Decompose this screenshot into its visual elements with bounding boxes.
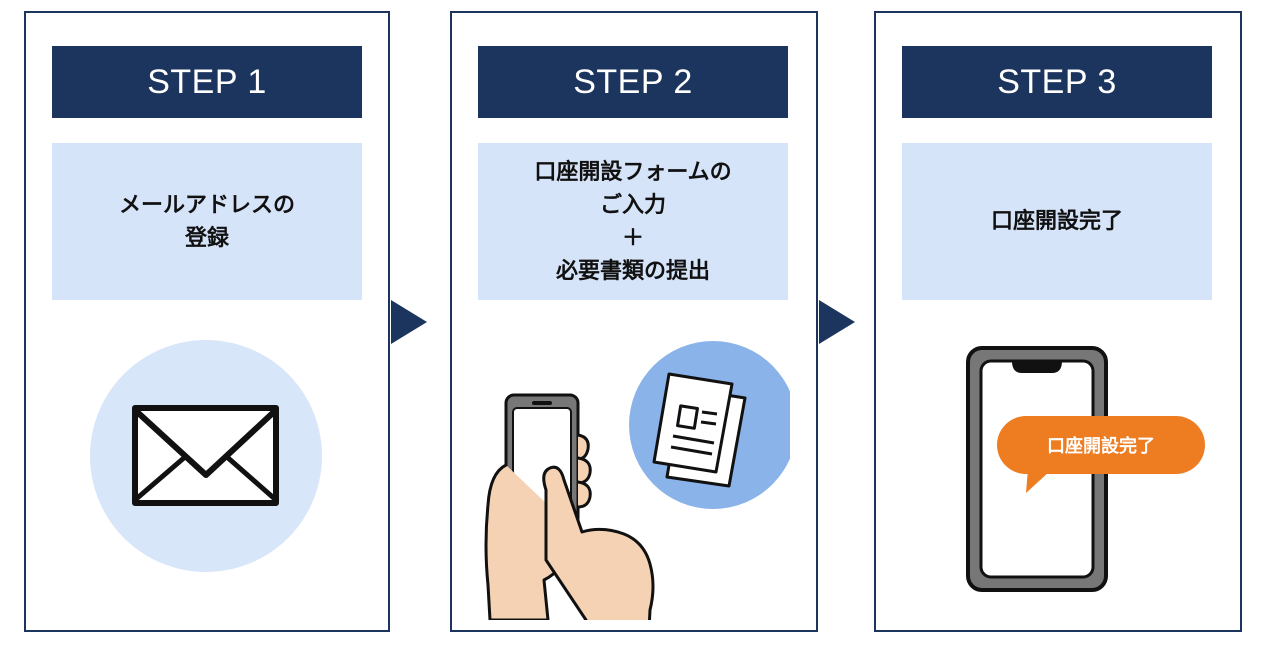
step-3-description: 口座開設完了 [902,143,1212,300]
step-1-line-1: メールアドレスの [118,192,295,218]
documents-icon [652,372,747,488]
holding-hand [484,433,655,620]
smartphone-icon [966,346,1205,592]
phone-notch [1012,361,1062,373]
envelope-icon [90,340,322,572]
step-2-line-1: 口座開設フォームの [534,159,732,185]
step-2-description: 口座開設フォームの ご入力 ＋ 必要書類の提出 [478,143,788,300]
step-2-line-3: 必要書類の提出 [555,258,710,284]
next-arrow-icon [819,300,855,344]
step-3-line-1: 口座開設完了 [990,209,1123,234]
hand-phone-illustration [484,341,790,620]
step-1-title: STEP 1 [52,46,362,118]
step-2-plus: ＋ [621,225,644,251]
next-arrow-icon [391,300,427,344]
step-2-title: STEP 2 [478,46,788,118]
completion-bubble-text: 口座開設完了 [1047,436,1155,457]
step-1-line-2: 登録 [184,225,229,251]
bubble-tail [1026,469,1050,493]
step-3-title: STEP 3 [902,46,1212,118]
completion-bubble [997,416,1205,474]
step-2-line-2: ご入力 [599,192,666,218]
step-1-description: メールアドレスの 登録 [52,143,362,300]
